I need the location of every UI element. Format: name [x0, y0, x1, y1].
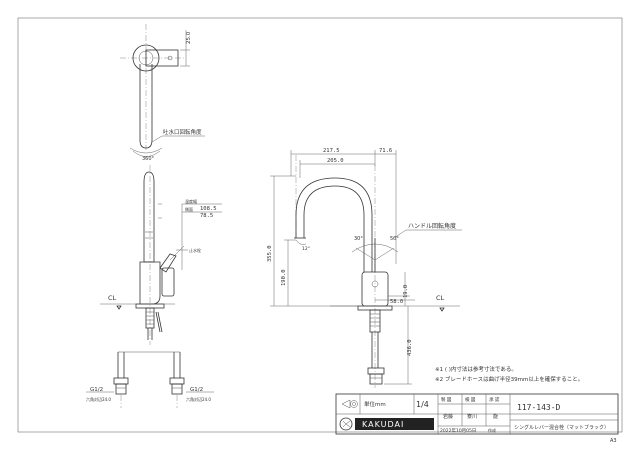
sheet-size: A3: [610, 438, 617, 444]
front-cl-label: CL: [436, 294, 445, 302]
label-handle-rotation: ハンドル回転角度: [408, 222, 456, 230]
g12-right-sub: 六角対辺24.0: [186, 396, 211, 402]
label-temp-adjust: 温度幅: [185, 198, 197, 204]
title-block: 単位mm 1/4 製 図 検 図 承 認 岩藤 寮川 旋 2022年10月05日…: [335, 393, 619, 435]
dim-71-6: 71.6: [379, 148, 392, 154]
angle-50: 50°: [390, 236, 399, 242]
drawing-date: 2022年10月05日: [440, 427, 476, 434]
header-shonin: 承 認: [489, 396, 500, 403]
sheet-border: [17, 17, 623, 433]
dim-436-0: 436.0: [407, 339, 413, 356]
dim-205-0: 205.0: [327, 158, 344, 164]
dim-19-0: 19.0: [403, 285, 409, 298]
dim-78-5: 78.5: [200, 213, 213, 219]
note-1: ※1 ( )内寸法は参考寸法である。: [435, 365, 517, 373]
note-2: ※2 ブレードホースは曲げ半径39mm以上を確保すること。: [435, 375, 583, 383]
projection-symbol: [341, 399, 351, 409]
label-spout-rotation: 吐水口回転角度: [163, 128, 202, 136]
g12-left-sub: 六角対辺24.0: [86, 396, 111, 402]
notes: ※1 ( )内寸法は参考寸法である。 ※2 ブレードホースは曲げ半径39mm以上…: [435, 365, 583, 383]
kakudai-logo-icon: [339, 417, 353, 431]
angle-360: 360°: [142, 156, 155, 162]
dim-25: 25.0: [186, 31, 192, 44]
approver-name-1: 岩藤: [443, 413, 453, 420]
date-suffix: 作成: [488, 427, 496, 433]
top-view: 25.0 360° 吐水口回転角度: [120, 24, 205, 162]
label-side: 側面: [185, 206, 193, 212]
dim-355-0: 355.0: [267, 245, 273, 262]
angle-30: 30°: [354, 236, 363, 242]
g12-left: G1/2: [90, 387, 103, 393]
dim-58-0: 58.0: [390, 299, 403, 305]
side-cl-label: CL: [108, 294, 117, 302]
unit-label: 単位mm: [364, 400, 386, 408]
dim-190-0: 190.0: [281, 269, 287, 286]
brand-banner: [355, 418, 434, 430]
angle-small: 12°: [302, 246, 310, 252]
part-number: 117-143-D: [517, 403, 561, 412]
header-seizu: 製 図: [441, 396, 452, 403]
dim-108-5: 108.5: [200, 206, 217, 212]
dim-217-5: 217.5: [323, 148, 340, 154]
approver-name-3: 旋: [493, 413, 498, 420]
front-view: 12° 30° 50° ハンドル回転角度 CL: [267, 148, 462, 388]
g12-right: G1/2: [190, 387, 203, 393]
product-name: シングルレバー混合栓（マットブラック）: [514, 424, 609, 431]
brand-name: KAKUDAI: [362, 420, 404, 429]
scale: 1/4: [416, 400, 429, 409]
label-handle-hole: 止水栓: [189, 247, 201, 253]
header-kenzu: 検 図: [465, 396, 476, 403]
side-view: CL 温度幅 108.5 側面 78.5 止水栓 G1/2 六角対辺24.0 G…: [86, 165, 222, 408]
approver-name-2: 寮川: [467, 413, 477, 420]
